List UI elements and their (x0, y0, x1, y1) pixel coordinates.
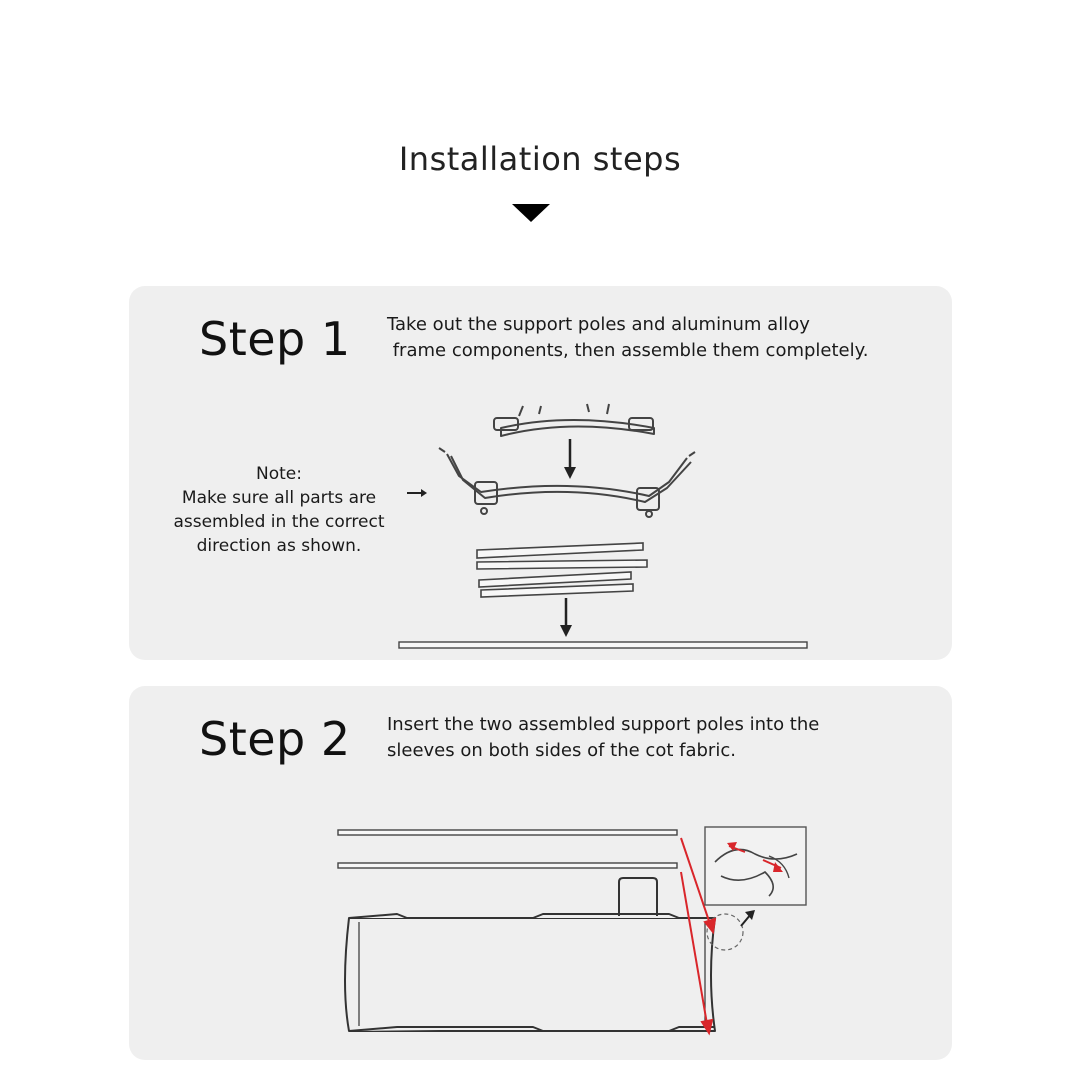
arrow-down-icon (560, 598, 572, 637)
note-pointer-arrow-icon (407, 489, 427, 497)
arrow-down-icon (564, 439, 576, 479)
page-title: Installation steps (398, 140, 682, 178)
note-label: Note: (256, 464, 302, 484)
note-line: direction as shown. (196, 536, 362, 556)
assembled-pole-icon (398, 641, 808, 649)
frame-middle-segment-icon (438, 447, 696, 518)
step-1-description: Take out the support poles and aluminum … (387, 312, 868, 364)
step-1-description-line: Take out the support poles and aluminum … (387, 314, 810, 335)
support-pole-icon (337, 862, 678, 869)
step-2-description-line: Insert the two assembled support poles i… (387, 714, 820, 735)
detail-inset-icon (704, 826, 807, 906)
note-line: Make sure all parts are (181, 488, 377, 508)
support-pole-icon (337, 829, 678, 836)
step-2-illustration (337, 826, 807, 1036)
step-2-heading: Step 2 (199, 712, 351, 766)
detail-pointer-arrow-icon (740, 910, 755, 927)
poles-stack-icon (476, 542, 648, 598)
insert-direction-arrow-icon (680, 837, 717, 1036)
frame-top-segment-icon (493, 403, 655, 437)
step-1-card: Step 1 Take out the support poles and al… (129, 286, 952, 660)
step-2-description-line: sleeves on both sides of the cot fabric. (387, 740, 736, 761)
detail-highlight-icon (706, 913, 744, 951)
cot-fabric-icon (344, 877, 716, 1032)
step-1-illustration (398, 403, 808, 649)
triangle-down-icon (512, 204, 550, 222)
step-2-description: Insert the two assembled support poles i… (387, 712, 819, 764)
note-line: assembled in the correct (173, 512, 385, 532)
step-1-heading: Step 1 (199, 312, 351, 366)
step-1-note: Note: Make sure all parts are assembled … (167, 462, 391, 558)
step-2-card: Step 2 Insert the two assembled support … (129, 686, 952, 1060)
step-1-description-line: frame components, then assemble them com… (387, 340, 869, 361)
